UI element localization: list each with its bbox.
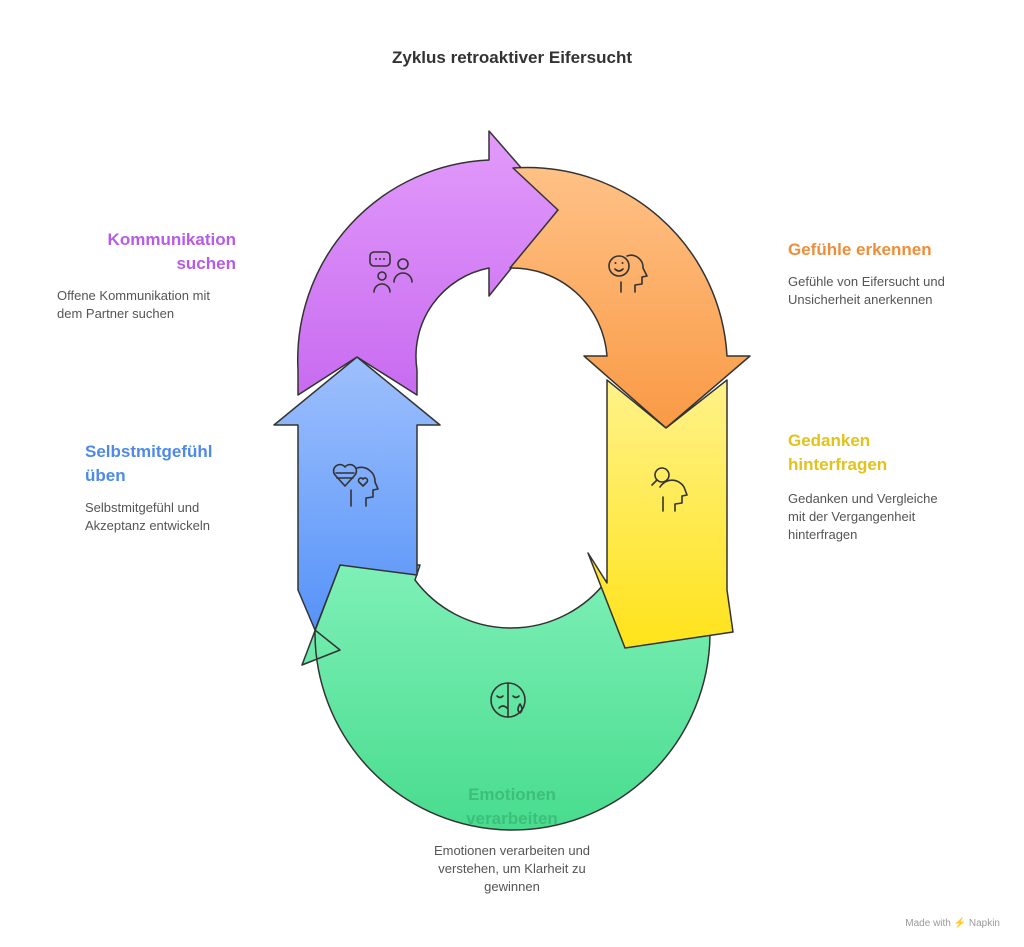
stage-title-emotionen: Emotionen verarbeiten bbox=[466, 785, 558, 828]
stage-title-gedanken: Gedanken hinterfragen bbox=[788, 431, 888, 474]
search-mind-icon bbox=[651, 467, 688, 512]
stage-desc-gefuehle: Gefühle von Eifersucht und Unsicherheit … bbox=[788, 274, 945, 307]
heart-mind-icon bbox=[332, 463, 379, 507]
segment-selbst bbox=[273, 356, 441, 631]
segment-kommunikation bbox=[296, 130, 559, 396]
stage-desc-gedanken: Gedanken und Vergleiche mit der Vergange… bbox=[788, 491, 938, 542]
stage-title-kommunikation: Kommunikation suchen bbox=[107, 230, 236, 273]
napkin-footer: Made with ⚡ Napkin bbox=[905, 918, 1000, 929]
face-recognition-icon bbox=[608, 254, 648, 293]
stage-desc-kommunikation: Offene Kommunikation mit dem Partner suc… bbox=[57, 288, 210, 321]
stage-title-gefuehle: Gefühle erkennen bbox=[788, 240, 932, 259]
segment-gefuehle bbox=[509, 166, 751, 429]
page-title: Zyklus retroaktiver Eifersucht bbox=[392, 48, 632, 67]
stage-desc-selbst: Selbstmitgefühl und Akzeptanz entwickeln bbox=[85, 500, 211, 533]
stage-title-selbst: Selbstmitgefühl üben bbox=[85, 442, 213, 485]
crying-face-icon bbox=[490, 682, 526, 718]
stage-desc-emotionen: Emotionen verarbeiten und verstehen, um … bbox=[433, 843, 591, 894]
segment-gedanken bbox=[587, 379, 734, 649]
people-chat-icon bbox=[369, 251, 413, 293]
segment-emotionen bbox=[301, 564, 711, 831]
